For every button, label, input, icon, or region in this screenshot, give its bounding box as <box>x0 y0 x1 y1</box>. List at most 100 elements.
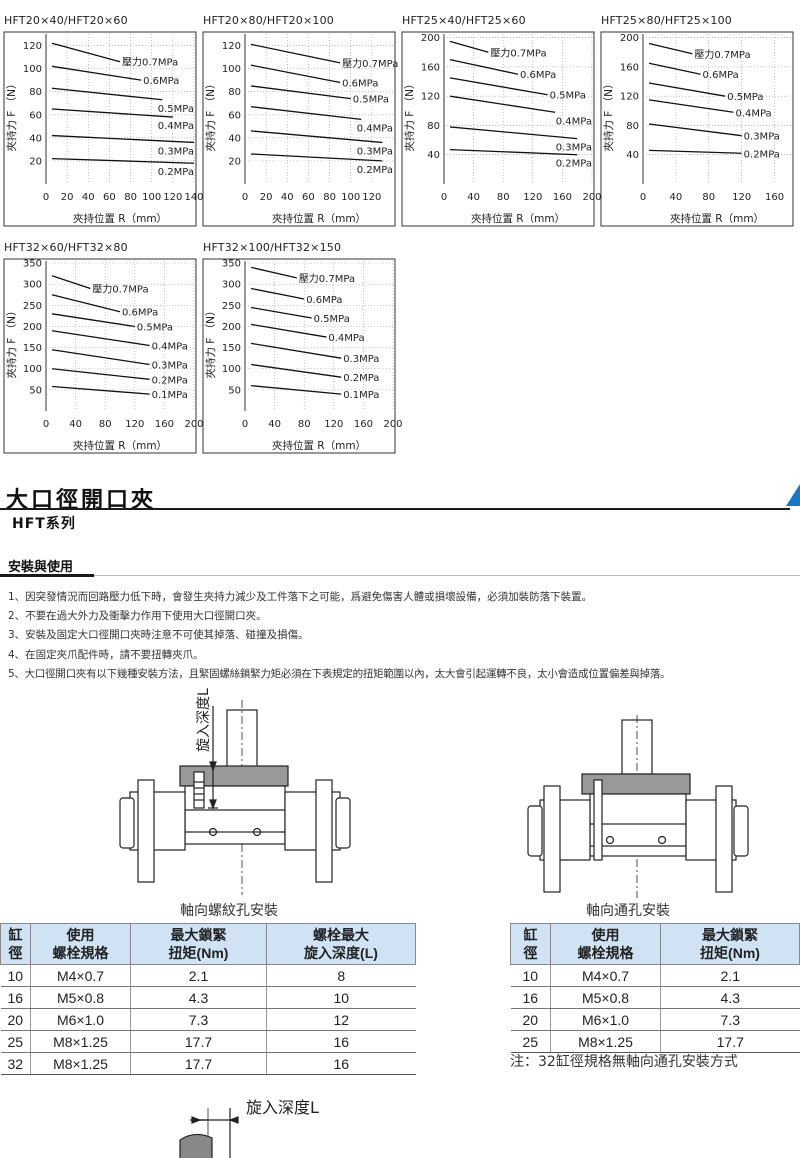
x-tick-label: 0 <box>43 192 49 203</box>
series-line <box>250 323 327 338</box>
series-label: 0.4MPa <box>158 121 194 132</box>
series-label: 0.2MPa <box>343 373 379 384</box>
y-tick-label: 350 <box>222 259 241 270</box>
col-bolt: 使用 螺栓規格 <box>30 923 131 965</box>
x-tick-label: 120 <box>125 419 144 430</box>
series-line <box>250 385 342 395</box>
series-line <box>250 363 342 378</box>
series-label: 0.4MPa <box>357 123 393 134</box>
y-axis-label: 夾持力 F （N） <box>602 78 615 151</box>
table-cell: M4×0.7 <box>30 964 131 987</box>
threaded-mount-drawing: 旋入深度L <box>119 688 351 895</box>
x-tick-label: 40 <box>670 192 683 203</box>
y-tick-label: 100 <box>222 364 241 375</box>
usage-rules: 1、因突發情況而回路壓力低下時，會發生夾持力減少及工件落下之可能，爲避免傷害人體… <box>8 588 671 684</box>
series-line <box>250 287 305 300</box>
x-tick-label: 80 <box>99 419 112 430</box>
x-tick-label: 120 <box>324 419 343 430</box>
table-cell: 7.3 <box>130 1008 267 1031</box>
series-label: 0.5MPa <box>137 322 173 333</box>
x-axis-label: 夾持位置 R（mm） <box>73 439 167 452</box>
y-tick-label: 200 <box>620 33 639 44</box>
series-line <box>51 65 142 81</box>
y-tick-label: 160 <box>421 62 440 73</box>
series-line <box>51 313 135 328</box>
through-hole-caption: 軸向通孔安裝 <box>586 903 670 919</box>
y-tick-label: 80 <box>29 87 42 98</box>
chart-frame <box>3 258 197 454</box>
x-tick-label: 40 <box>281 192 294 203</box>
table-cell: 25 <box>0 1030 31 1053</box>
series-line <box>51 134 195 144</box>
series-label: 0.2MPa <box>556 159 592 170</box>
series-line <box>648 123 742 137</box>
x-tick-label: 60 <box>302 192 315 203</box>
series-label: 0.5MPa <box>550 91 586 102</box>
x-tick-label: 20 <box>61 192 74 203</box>
series-label: 0.3MPa <box>744 132 780 143</box>
x-tick-label: 200 <box>184 419 203 430</box>
table-cell: M6×1.0 <box>30 1008 131 1031</box>
series-label: 0.6MPa <box>122 308 158 319</box>
series-line <box>250 85 351 100</box>
series-line <box>51 330 150 347</box>
y-tick-label: 200 <box>222 322 241 333</box>
y-tick-label: 50 <box>29 385 42 396</box>
rule-item: 2、不要在過大外力及衝擊力作用下使用大口徑開口夾。 <box>8 610 267 623</box>
table-cell: 8 <box>266 964 416 987</box>
y-tick-label: 250 <box>222 301 241 312</box>
table-cell: 32 <box>0 1052 31 1075</box>
series-label: 0.2MPa <box>744 149 780 160</box>
series-line <box>250 106 362 121</box>
x-tick-label: 120 <box>362 192 381 203</box>
col-depth: 螺栓最大 旋入深度(L) <box>266 923 416 965</box>
table-cell: 2.1 <box>130 964 267 987</box>
series-line <box>51 349 150 366</box>
x-axis-label: 夾持位置 R（mm） <box>670 212 764 225</box>
series-line <box>648 99 734 113</box>
series-label: 壓力0.7MPa <box>92 282 148 295</box>
y-tick-label: 40 <box>29 133 42 144</box>
series-line <box>449 148 578 156</box>
series-label: 0.6MPa <box>306 295 342 306</box>
x-tick-label: 0 <box>43 419 49 430</box>
series-label: 0.4MPa <box>328 333 364 344</box>
bottom-depth-label: 旋入深度L <box>246 1098 319 1117</box>
series-line <box>250 266 297 279</box>
table-cell: 17.7 <box>130 1030 267 1053</box>
series-line <box>449 58 519 75</box>
x-tick-label: 0 <box>242 419 248 430</box>
series-label: 0.4MPa <box>152 342 188 353</box>
series-line <box>449 40 489 53</box>
y-tick-label: 20 <box>228 156 241 167</box>
depth-label: 旋入深度L <box>196 688 212 752</box>
corner-accent <box>786 484 800 506</box>
series-line <box>648 62 701 75</box>
chart-frame <box>3 31 197 227</box>
y-tick-label: 80 <box>228 87 241 98</box>
y-tick-label: 120 <box>421 92 440 103</box>
chart-title: HFT20×40/HFT20×60 <box>4 14 128 27</box>
table-cell: M8×1.25 <box>30 1052 131 1075</box>
x-tick-label: 40 <box>467 192 480 203</box>
y-tick-label: 100 <box>23 64 42 75</box>
y-tick-label: 50 <box>228 385 241 396</box>
table-cell: 10 <box>266 986 416 1009</box>
y-tick-label: 100 <box>222 64 241 75</box>
chart-frame <box>202 258 396 454</box>
x-tick-label: 40 <box>69 419 82 430</box>
series-label: 0.3MPa <box>556 143 592 154</box>
x-tick-label: 40 <box>82 192 95 203</box>
table-cell: M8×1.25 <box>550 1030 661 1053</box>
table-cell: 16 <box>266 1030 416 1053</box>
y-tick-label: 350 <box>23 259 42 270</box>
series-line <box>648 149 742 154</box>
series-line <box>51 385 150 395</box>
